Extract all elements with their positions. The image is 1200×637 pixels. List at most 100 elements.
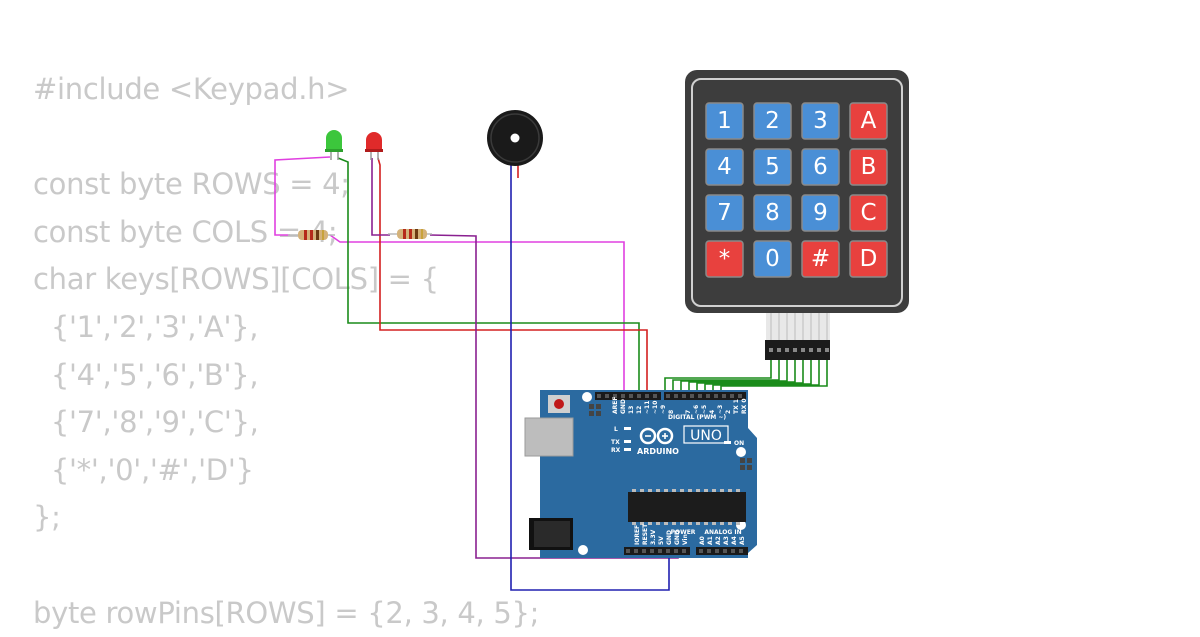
top-pin-label: 4 (709, 410, 716, 414)
top-pin-label: TX 1 (733, 399, 740, 414)
code-line: char keys[ROWS][COLS] = { (33, 262, 439, 297)
keypad-key-3[interactable]: 3 (801, 102, 840, 140)
analog-pin-label: A0 (699, 536, 706, 545)
keypad-key-label: D (860, 246, 878, 272)
keypad-key-7[interactable]: 7 (705, 194, 744, 232)
analog-pin-label: A3 (723, 536, 730, 545)
keypad-key-label: * (719, 246, 731, 272)
wire-purple (371, 158, 390, 236)
keypad-key-6[interactable]: 6 (801, 148, 840, 186)
keypad-key-*[interactable]: * (705, 240, 744, 278)
resistor-1[interactable] (288, 230, 335, 240)
analog-pin-label: A5 (739, 536, 746, 545)
power-pin-label: GND (674, 530, 681, 545)
keypad-key-9[interactable]: 9 (801, 194, 840, 232)
keypad-key-label: 9 (813, 200, 828, 226)
keypad-key-label: 7 (717, 200, 732, 226)
keypad-key-label: 5 (765, 154, 780, 180)
analog-header (696, 547, 748, 555)
wire-magenta-2 (329, 234, 625, 398)
keypad-key-label: A (861, 108, 877, 134)
keypad-key-2[interactable]: 2 (753, 102, 792, 140)
code-line: const byte ROWS = 4; (33, 167, 350, 202)
keypad-key-8[interactable]: 8 (753, 194, 792, 232)
analog-pin-label: A1 (707, 536, 714, 545)
keypad-key-D[interactable]: D (849, 240, 888, 278)
keypad-connector (765, 340, 830, 360)
digital-label: DIGITAL (PWM ~) (668, 414, 726, 421)
code-line: byte rowPins[ROWS] = {2, 3, 4, 5}; (33, 595, 540, 630)
code-editor-text[interactable]: #include <Keypad.h>const byte ROWS = 4;c… (33, 66, 539, 637)
keypad-key-5[interactable]: 5 (753, 148, 792, 186)
keypad-key-label: B (861, 154, 877, 180)
keypad-key-4[interactable]: 4 (705, 148, 744, 186)
code-line: }; (33, 500, 61, 535)
l-label: L (614, 426, 618, 433)
resistor-2[interactable] (388, 229, 432, 239)
wire-magenta (274, 156, 331, 236)
board-brand: ARDUINO (637, 447, 679, 456)
code-line: {'*','0','#','D'} (33, 452, 254, 487)
buzzer[interactable] (487, 110, 543, 166)
wires (274, 156, 828, 591)
code-line: const byte COLS = 4; (33, 214, 338, 249)
led-green[interactable] (325, 130, 343, 160)
digital-header-2 (664, 392, 746, 400)
keypad-bezel (691, 78, 903, 307)
power-header (624, 547, 690, 555)
led-green-body (326, 130, 342, 150)
power-pin-label: IOREF (634, 525, 641, 545)
top-pin-label: ~5 (701, 405, 708, 414)
keypad-key-0[interactable]: 0 (753, 240, 792, 278)
usb-port (525, 418, 573, 456)
keypad-key-label: 8 (765, 200, 780, 226)
top-pin-label: ~6 (693, 405, 700, 414)
analog-pin-label: A4 (731, 536, 738, 545)
top-pin-label: ~10 (652, 401, 659, 414)
power-pin-label: 5V (658, 536, 665, 545)
rx-label: RX (611, 447, 621, 454)
keypad-ribbon (765, 312, 830, 360)
wire-blue (510, 165, 670, 591)
keypad-key-label: 3 (813, 108, 828, 134)
keypad-key-label: 2 (765, 108, 780, 134)
keypad-key-1[interactable]: 1 (705, 102, 744, 140)
top-pin-label: 2 (725, 410, 732, 414)
arduino-uno-board[interactable]: UNO ARDUINO DIGITAL (PWM ~) ANALOG IN PO… (524, 390, 757, 558)
top-pin-label: ~9 (660, 405, 667, 414)
top-pin-label: ~3 (717, 405, 724, 414)
top-pin-label: ~11 (644, 401, 651, 414)
keypad-key-C[interactable]: C (849, 194, 888, 232)
atmega-chip (628, 492, 746, 522)
keypad-key-B[interactable]: B (849, 148, 888, 186)
top-pin-label: 8 (668, 410, 675, 414)
top-pin-label: AREF (612, 397, 619, 414)
top-pin-label: GND (620, 399, 627, 414)
tx-label: TX (611, 439, 620, 446)
top-pin-label: 12 (636, 406, 643, 414)
keypad-key-label: 4 (717, 154, 732, 180)
top-pin-label: 13 (628, 406, 635, 414)
wire-green (337, 157, 640, 398)
keypad-key-A[interactable]: A (849, 102, 888, 140)
keypad-key-label: 6 (813, 154, 828, 180)
code-line: {'1','2','3','A'}, (33, 309, 259, 344)
led-red-body (366, 132, 382, 150)
keypad-key-#[interactable]: # (801, 240, 840, 278)
keypad-key-label: # (811, 246, 830, 272)
power-pin-label: Vin (682, 534, 689, 545)
digital-header-1 (595, 392, 661, 400)
keypad-key-label: C (860, 200, 876, 226)
top-pin-label: RX 0 (741, 398, 748, 414)
on-label: ON (734, 440, 744, 447)
power-pin-label: GND (666, 530, 673, 545)
power-label: POWER (671, 529, 696, 536)
led-red[interactable] (365, 132, 383, 160)
power-pin-label: RESET (642, 523, 649, 545)
analog-pin-label: A2 (715, 536, 722, 545)
